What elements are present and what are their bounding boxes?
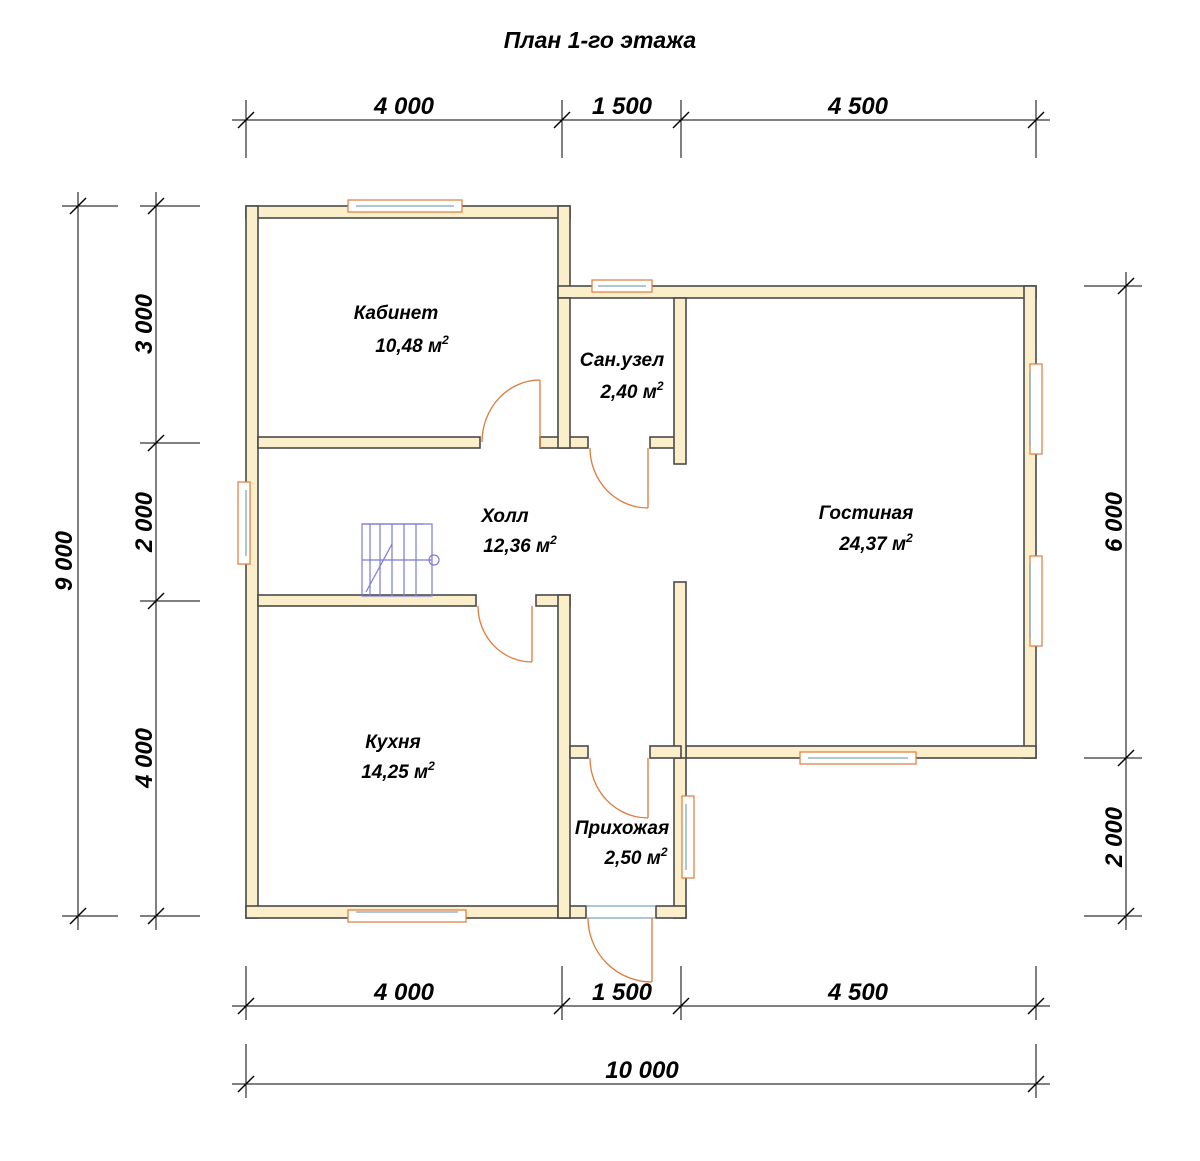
room-area-kitchen: 14,25 м2 (361, 759, 435, 783)
stairs (361, 523, 440, 597)
dimension-lines (62, 100, 1142, 1098)
room-area-living-value: 24,37 м (838, 534, 906, 555)
dim-left-1: 3 000 (131, 293, 158, 354)
room-name-cabinet: Кабинет (354, 303, 439, 324)
doors (477, 379, 653, 983)
dim-bottom-3: 4 500 (827, 979, 889, 1006)
dim-right-2: 2 000 (1101, 806, 1128, 868)
plan-title: План 1-го этажа (504, 27, 697, 53)
room-area-kitchen-value: 14,25 м (361, 762, 428, 783)
room-name-kitchen: Кухня (365, 732, 420, 753)
room-area-bath: 2,40 м2 (599, 379, 663, 403)
dim-left-outer: 9 000 (51, 530, 78, 591)
dim-bottom-1: 4 000 (373, 979, 435, 1006)
room-area-entry-value: 2,50 м (603, 848, 660, 869)
room-area-cabinet: 10,48 м2 (375, 333, 449, 357)
dim-total-width: 10 000 (605, 1057, 679, 1084)
windows (237, 199, 1043, 923)
room-area-kitchen-sup: 2 (427, 759, 435, 773)
room-area-cabinet-sup: 2 (441, 333, 449, 347)
room-area-hall: 12,36 м2 (483, 533, 557, 557)
dim-left-2: 2 000 (131, 491, 158, 553)
dim-right-1: 6 000 (1101, 491, 1128, 552)
room-name-hall: Холл (480, 506, 528, 527)
room-name-entry: Прихожая (575, 818, 669, 839)
room-area-living-sup: 2 (905, 531, 913, 545)
room-area-living: 24,37 м2 (838, 531, 913, 555)
dim-left-3: 4 000 (131, 727, 158, 789)
dim-top-2: 1 500 (592, 93, 653, 120)
room-area-entry: 2,50 м2 (603, 845, 667, 869)
dim-top-3: 4 500 (827, 93, 889, 120)
room-area-bath-sup: 2 (656, 379, 664, 393)
dim-bottom-2: 1 500 (592, 979, 653, 1006)
room-area-bath-value: 2,40 м (599, 382, 656, 403)
room-area-cabinet-value: 10,48 м (375, 336, 442, 357)
room-area-hall-sup: 2 (549, 533, 557, 547)
room-name-bath: Сан.узел (580, 350, 665, 371)
room-area-hall-value: 12,36 м (483, 536, 550, 557)
room-name-living: Гостиная (819, 503, 914, 524)
dim-top-1: 4 000 (373, 93, 435, 120)
room-area-entry-sup: 2 (660, 845, 668, 859)
